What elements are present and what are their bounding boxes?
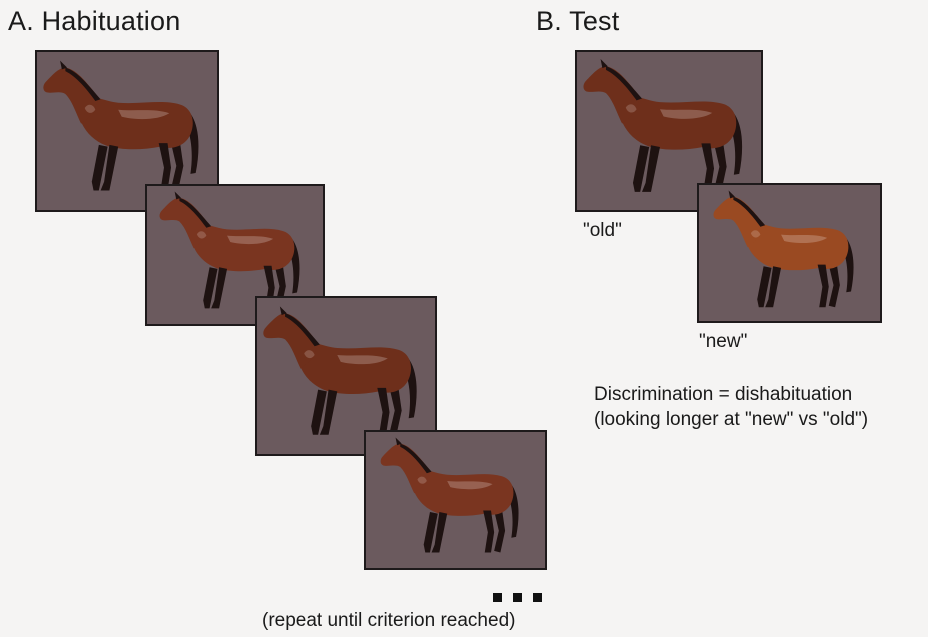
panel-a-title: A. Habituation: [8, 6, 180, 37]
discrimination-note-line2: (looking longer at "new" vs "old"): [594, 407, 868, 432]
panel-b-title: B. Test: [536, 6, 619, 37]
horse-image: [699, 185, 880, 321]
horse-image: [366, 432, 545, 568]
label-old: "old": [583, 220, 622, 242]
repeat-caption: (repeat until criterion reached): [262, 610, 515, 632]
label-new: "new": [699, 331, 747, 353]
test-frame-new: [697, 183, 882, 323]
habituation-frame-4: [364, 430, 547, 570]
three-dots-icon: [493, 593, 542, 602]
discrimination-note-line1: Discrimination = dishabituation: [594, 382, 852, 407]
